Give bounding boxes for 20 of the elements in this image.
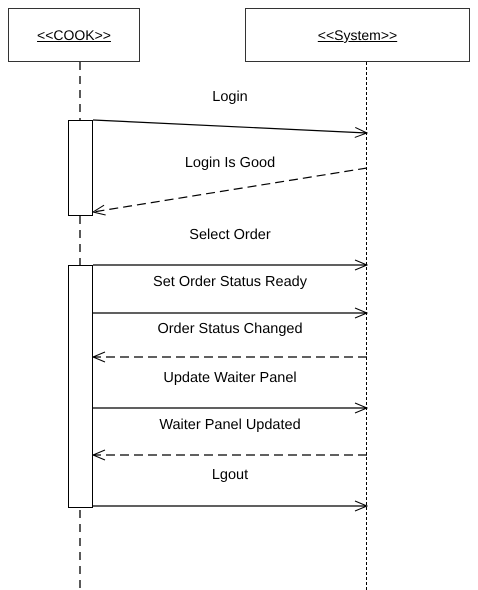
activation-bar [68,265,93,508]
participant-box [245,8,470,62]
message-label: Order Status Changed [155,321,305,338]
message-label: Update Waiter Panel [161,370,299,387]
message-arrow [93,308,368,318]
message-arrow [93,260,368,270]
message-label: Waiter Panel Updated [157,417,303,434]
return-message-arrow [92,450,367,460]
return-message-arrow [92,352,367,362]
activation-bar [68,120,93,216]
message-arrow [92,119,368,138]
message-label: Login [210,89,250,106]
message-arrow [93,500,368,512]
return-message-arrow [92,167,368,216]
lifeline [366,62,368,590]
participant-name: <<System>> [318,27,398,43]
participant-box [8,8,140,62]
participant-name: <<COOK>> [37,27,111,43]
message-label: Set Order Status Ready [151,274,309,291]
message-arrow [93,402,368,414]
